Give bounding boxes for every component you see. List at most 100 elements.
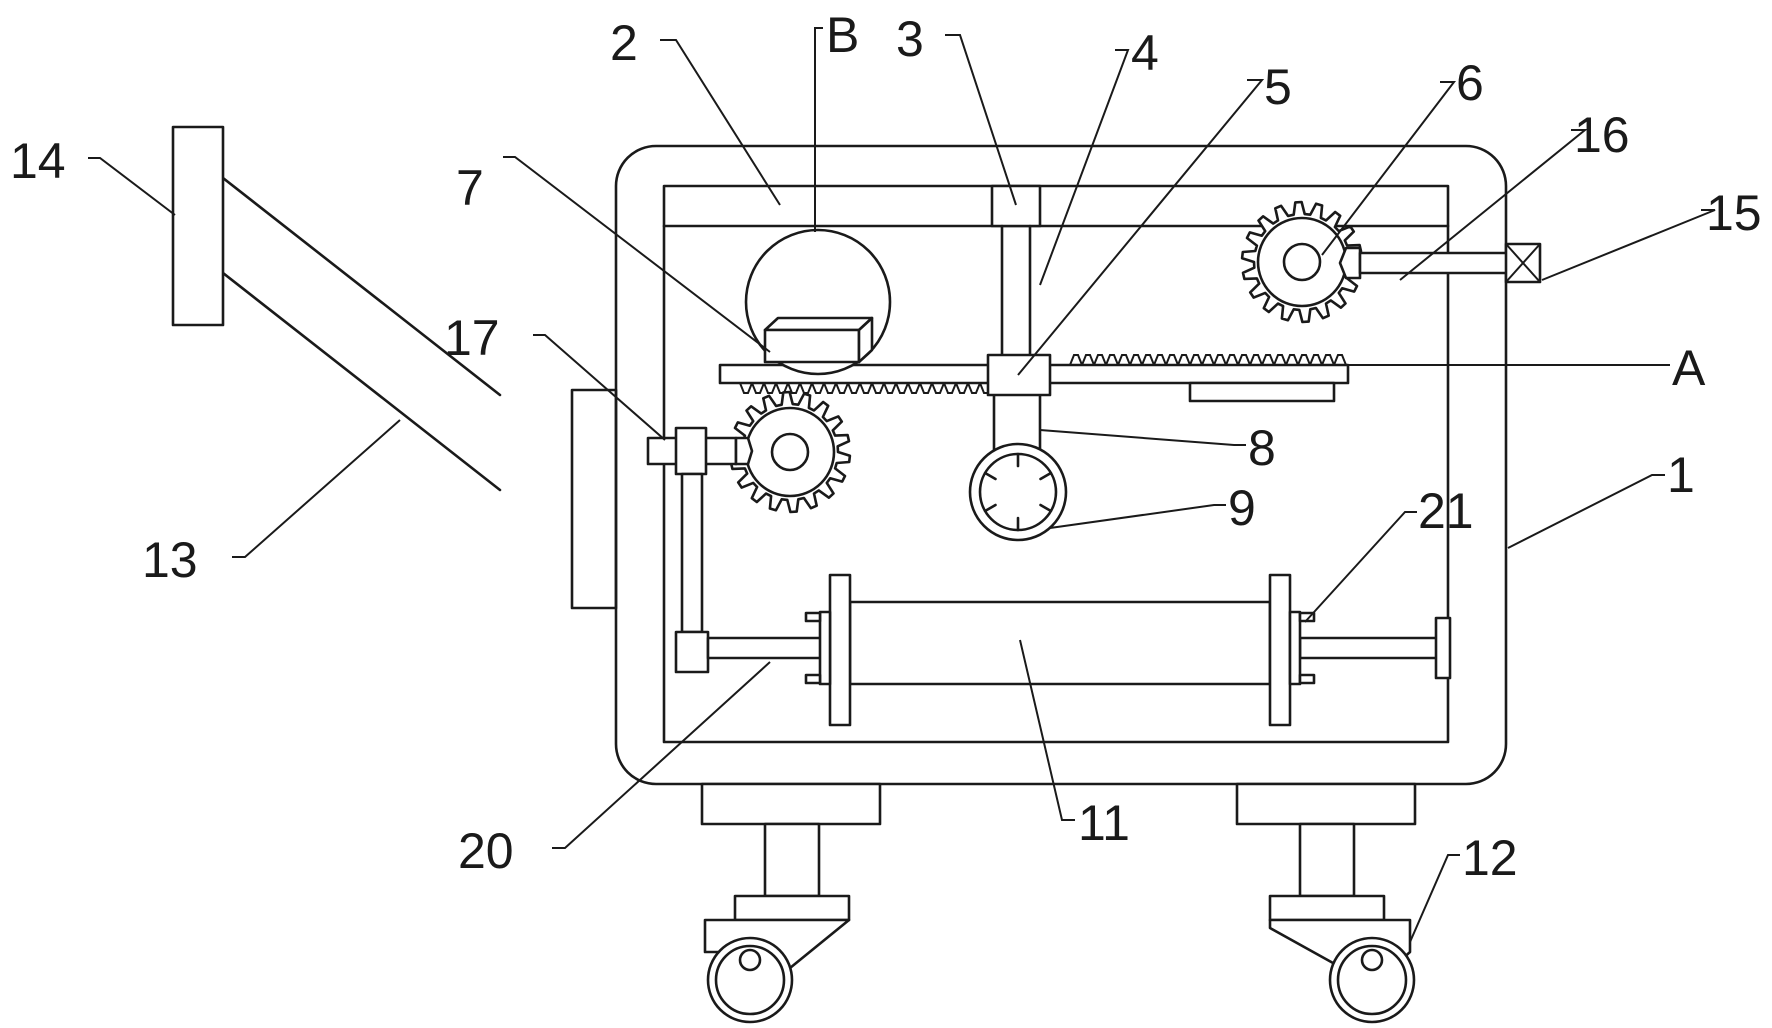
roller-11 [848,600,1272,686]
label-3: 3 [896,11,924,67]
shaft-21 [1298,636,1442,660]
caster-left-stem [763,822,821,898]
caster-12-mount [1235,782,1417,826]
leader-20 [552,661,771,849]
handle-upper-edge [198,158,502,397]
leader-9 [1049,504,1226,529]
shaft-16 [1358,251,1512,275]
caster-12 [1235,782,1417,1024]
gear-6-coupler [1338,246,1362,280]
leader-15 [1541,209,1716,281]
rack-teeth-top [1069,354,1347,366]
caster-left-axle [738,948,762,972]
label-14: 14 [10,133,66,189]
leader-14 [88,157,176,216]
right-shaft-assembly [1338,242,1542,284]
label-15: 15 [1706,185,1762,241]
handle-assembly [171,125,618,610]
label-1: 1 [1667,447,1695,503]
coupling-17-sleeve [674,426,708,476]
bolts-left [804,611,822,685]
leader-17 [533,334,666,441]
roller-assembly [706,573,1452,727]
rod-and-carrier [992,224,1042,452]
belt-wheel [968,442,1068,542]
caster-12-tire [1336,944,1408,1016]
label-b: B [826,7,859,63]
block-7-top [763,316,874,332]
flange-right [1268,573,1292,727]
caster-left-tire [714,944,786,1016]
handle-grip [171,125,225,327]
label-a: A [1672,340,1706,396]
label-17: 17 [444,310,500,366]
leader-4 [1039,49,1130,286]
caster-left-mount [700,782,882,826]
leader-12 [1409,854,1460,943]
leader-16 [1399,129,1588,281]
caster-12-axle [1360,948,1384,972]
label-16: 16 [1574,107,1630,163]
label-13: 13 [142,532,198,588]
caster-left-wheel [706,936,794,1024]
handle-mount-plate [570,388,618,610]
label-8: 8 [1248,420,1276,476]
label-9: 9 [1228,480,1256,536]
part-labels: 2 B 3 4 5 6 16 15 A 8 9 1 21 12 11 20 13… [10,7,1762,886]
wheel-9-outer [968,442,1068,542]
leader-6 [1321,81,1457,256]
caster-12-plate [1268,894,1386,922]
caster-left-plate [733,894,851,922]
rack-assembly [718,353,1350,403]
slider-block-3 [990,184,1042,228]
bolt [804,673,822,685]
wheel-9-slots [983,452,1053,532]
rack-teeth-bottom [739,382,993,394]
caster-left [700,782,882,1024]
label-11: 11 [1078,795,1130,851]
leader-13 [232,419,401,558]
leader-8 [1039,429,1246,446]
leader-3 [945,34,1017,206]
leader-1 [1507,474,1665,549]
bolt-plate-left [818,610,832,686]
shaft-20 [706,636,830,660]
coupling-17-tip [734,436,754,466]
gear-left-hub [770,432,810,472]
caster-12-wheel [1328,936,1416,1024]
right-shaft-end [1434,616,1452,680]
link-foot-block [674,630,710,674]
left-linkage [646,426,754,674]
gear-6-teeth [1240,200,1364,324]
leader-21 [1304,511,1417,623]
label-5: 5 [1264,59,1292,115]
bolt [804,611,822,623]
label-20: 20 [458,823,514,879]
handle-lower-edge [198,253,502,492]
label-7: 7 [456,160,484,216]
gear-6-hub [1282,242,1322,282]
flange-left [828,573,852,727]
block-7 [763,328,861,364]
bolt [1298,673,1316,685]
vertical-link [680,472,704,634]
knob-15-cross-b [1505,243,1541,283]
leader-b [814,27,823,232]
label-21: 21 [1418,483,1474,539]
label-4: 4 [1131,25,1159,81]
bolt-plate-right [1288,610,1302,686]
motor-assembly-b [744,228,892,376]
leader-2 [660,39,781,206]
leader-lines [88,27,1716,943]
leader-11 [1019,639,1075,821]
label-12: 12 [1462,830,1518,886]
label-2: 2 [610,15,638,71]
gear-6 [1240,200,1364,324]
housing-outer-shell [614,144,1508,786]
label-6: 6 [1456,55,1484,111]
block-7-side [857,316,874,364]
caster-12-stem [1298,822,1356,898]
rack-support-plate [1188,381,1336,403]
leader-7 [503,156,771,353]
